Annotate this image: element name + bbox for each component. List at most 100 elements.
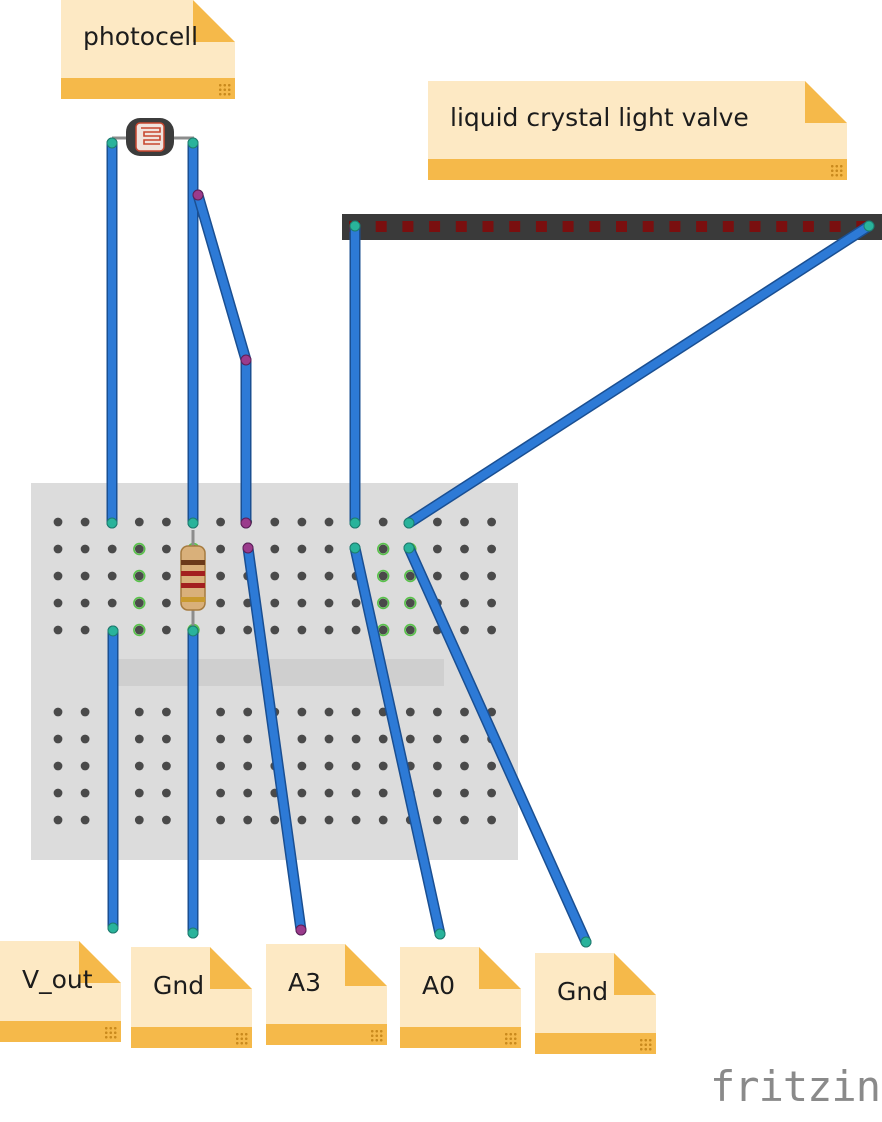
note-resize-grip-icon[interactable] [218,83,232,97]
breadboard-hole [162,815,171,825]
breadboard-hole [53,734,63,744]
note-fold-icon [193,0,235,42]
breadboard-hole [243,815,253,825]
breadboard-hole [216,571,226,581]
breadboard-hole [324,598,334,608]
note-a0[interactable]: A0 [400,947,521,1048]
note-resize-grip-icon[interactable] [104,1026,118,1040]
breadboard-hole [324,544,334,554]
note-bar [266,1024,387,1045]
note-gnd-right[interactable]: Gnd [535,953,656,1054]
note-v-out-label: V_out [22,965,93,994]
lcd-cell [616,221,627,232]
breadboard-hole [378,544,388,554]
photocell-component[interactable] [112,118,194,156]
breadboard-hole [324,707,334,717]
breadboard-hole-connected [133,569,146,583]
breadboard-hole [270,571,280,581]
wire-endpoint [187,137,199,149]
note-bar [0,1021,121,1042]
breadboard-hole [487,598,496,608]
note-photocell[interactable]: photocell [61,0,235,99]
note-v-out[interactable]: V_out [0,941,121,1042]
breadboard-hole [405,625,415,635]
breadboard-hole [324,517,334,527]
note-resize-grip-icon[interactable] [830,164,844,178]
breadboard-hole [460,598,469,608]
breadboard-hole [433,761,442,771]
breadboard-hole [134,788,144,798]
breadboard-hole [297,761,307,771]
lcd-cell [402,221,414,232]
breadboard-hole [162,544,171,554]
wire [405,222,873,527]
wire-endpoint [434,928,446,940]
breadboard-hole [216,815,226,825]
wire-bendpoint [242,542,254,554]
breadboard-hole [351,788,361,798]
breadboard-hole [460,734,469,744]
wire-endpoint [187,927,199,939]
resistor-component[interactable] [180,530,206,628]
wire-endpoint [106,137,118,149]
breadboard-hole [162,707,171,717]
breadboard-hole [134,707,144,717]
breadboard-hole [351,598,361,608]
wire-endpoint [349,517,361,529]
breadboard-hole [378,517,388,527]
breadboard-hole [405,734,415,744]
note-resize-grip-icon[interactable] [235,1032,249,1046]
breadboard-hole [80,625,90,635]
note-light-valve-label: liquid crystal light valve [450,103,749,132]
breadboard-center-channel [112,659,444,686]
breadboard-hole [270,815,280,825]
breadboard-hole [378,761,388,771]
breadboard-hole [460,788,469,798]
breadboard-hole [270,517,280,527]
note-bar [61,78,235,99]
breadboard-hole [53,707,63,717]
wire-endpoint [349,220,361,232]
wire-bendpoint [192,189,204,201]
wire [194,191,250,527]
breadboard-hole [405,707,415,717]
note-fold-icon [479,947,521,989]
note-resize-grip-icon[interactable] [370,1029,384,1043]
photocell-trace [141,127,161,145]
breadboard-hole [53,517,63,527]
breadboard-hole [53,625,63,635]
note-gnd-left[interactable]: Gnd [131,947,252,1048]
breadboard-hole [460,815,469,825]
breadboard-hole [162,598,171,608]
breadboard-hole [53,544,63,554]
breadboard-hole [243,625,253,635]
breadboard-hole-connected [404,623,417,637]
lcd-cell [802,221,814,232]
note-fold-icon [210,947,252,989]
note-resize-grip-icon[interactable] [504,1032,518,1046]
breadboard-hole [216,544,226,554]
lcd-cell [776,221,788,232]
breadboard-hole [433,571,442,581]
breadboard-hole [405,598,415,608]
breadboard-hole [378,598,388,608]
breadboard-hole [297,815,307,825]
breadboard-hole [433,734,442,744]
breadboard-hole [243,761,253,771]
breadboard-hole [433,544,442,554]
breadboard-hole [460,761,469,771]
breadboard-hole [324,571,334,581]
breadboard-hole [80,571,90,581]
light-valve-component[interactable] [342,214,882,240]
wire-endpoints [106,137,875,948]
note-a3[interactable]: A3 [266,944,387,1045]
note-light-valve[interactable]: liquid crystal light valve [428,81,847,180]
breadboard-hole [134,815,144,825]
breadboard-hole [378,788,388,798]
lcd-cell [829,221,841,232]
note-resize-grip-icon[interactable] [639,1038,653,1052]
breadboard-hole [80,788,90,798]
breadboard-hole [487,788,496,798]
lcd-cell [482,221,494,232]
